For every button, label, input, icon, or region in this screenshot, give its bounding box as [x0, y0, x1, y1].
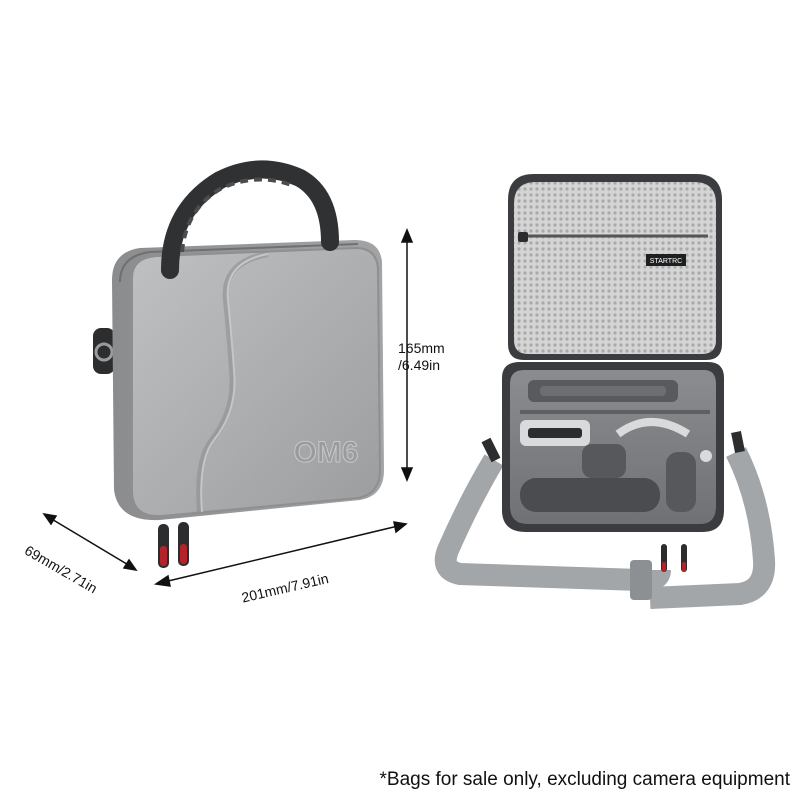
height-in: /6.49in	[398, 357, 441, 373]
case-front-shell	[131, 246, 382, 518]
case-logo: OM6	[293, 436, 358, 469]
height-mm: 165mm	[398, 340, 445, 356]
strap-ring-left	[93, 328, 115, 374]
strap-buckle	[630, 560, 652, 600]
shoulder-strap	[434, 454, 671, 592]
dimension-arrows	[42, 228, 414, 587]
disclaimer-note: *Bags for sale only, excluding camera eq…	[379, 769, 791, 790]
open-case: STARTRC	[434, 174, 776, 609]
gimbal-body	[520, 478, 660, 512]
brand-tag	[646, 254, 686, 266]
carry-handle	[161, 160, 339, 279]
height-label: 165mm /6.49in	[398, 340, 445, 374]
brand-tag-text: STARTRC	[650, 258, 682, 265]
magnetic-clamp	[615, 418, 691, 438]
s-curve-emboss	[196, 251, 269, 513]
closed-case	[93, 160, 384, 568]
